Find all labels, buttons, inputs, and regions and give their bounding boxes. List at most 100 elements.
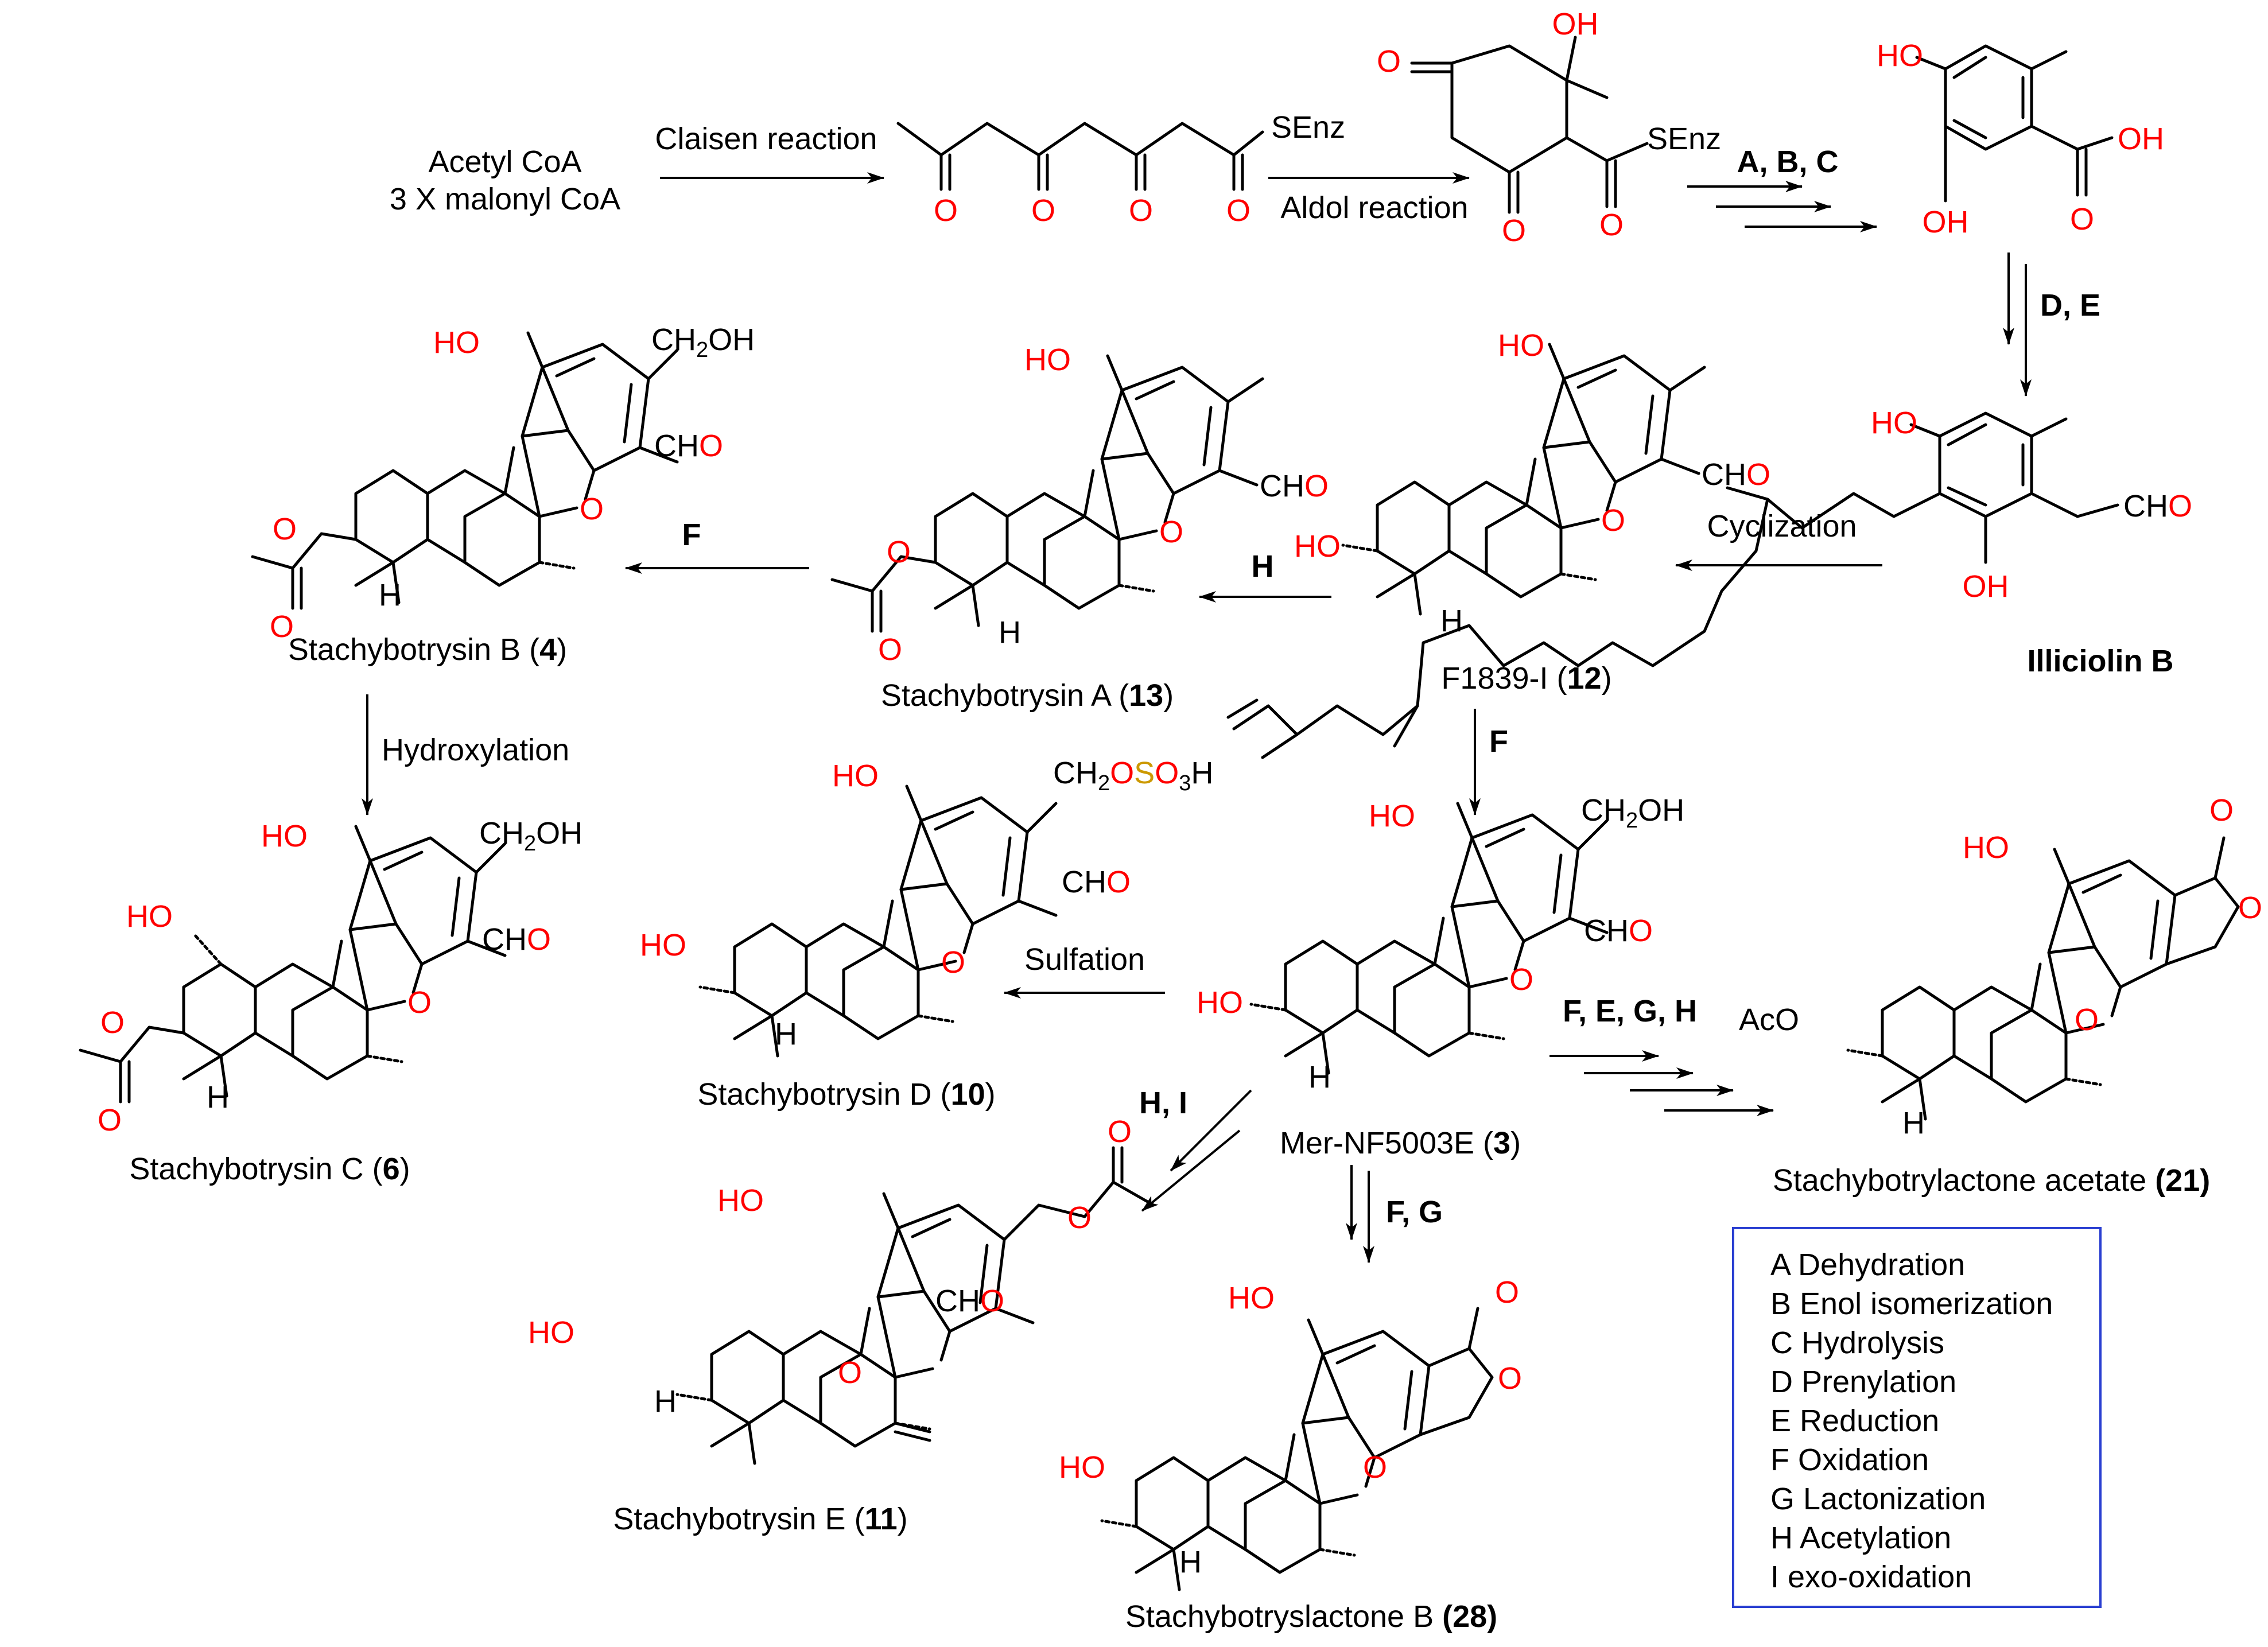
- atom-cho: CHO: [654, 429, 723, 463]
- atom-o: O: [273, 512, 297, 546]
- atom-ch2oh: CH2OH: [651, 323, 755, 362]
- atom-ho: HO: [261, 819, 308, 853]
- arrow-abc: [1687, 181, 1877, 232]
- step-cyclization: Cyclization: [1707, 509, 1857, 543]
- stachybotrysin-e-structure: HO O O CHO O HO H: [528, 1114, 1155, 1463]
- key-item: H Acetylation: [1770, 1521, 1951, 1555]
- compound-illiciolin-b: Illiciolin B: [2027, 644, 2173, 678]
- atom-o: O: [98, 1103, 122, 1137]
- atom-ho: HO: [1197, 985, 1243, 1020]
- step-abc: A, B, C: [1737, 145, 1838, 179]
- start-acetyl-coa: Acetyl CoA: [428, 145, 581, 179]
- start-malonyl-coa: 3 X malonyl CoA: [390, 182, 620, 216]
- atom-ho: HO: [433, 325, 480, 360]
- atom-o: O: [941, 945, 965, 980]
- atom-ho: HO: [717, 1183, 764, 1218]
- atom-h: H: [654, 1384, 677, 1419]
- step-fg: F, G: [1386, 1195, 1443, 1229]
- compound-stachybotryslactone-b: Stachybotryslactone B (28): [1125, 1599, 1497, 1634]
- atom-o: O: [2070, 202, 2094, 236]
- step-claisen: Claisen reaction: [655, 122, 877, 156]
- step-hi: H, I: [1139, 1086, 1187, 1120]
- atom-o: O: [1159, 515, 1183, 549]
- stachybotryslactone-b-structure: HO O O O HO H: [1059, 1275, 1522, 1590]
- step-f: F: [682, 518, 701, 552]
- atom-cho: CHO: [1260, 469, 1329, 503]
- atom-o: O: [407, 985, 432, 1020]
- stachybotrysin-b-structure: HO CH2OH CHO O O O H: [251, 323, 755, 644]
- atom-o: O: [1031, 193, 1055, 228]
- atom-ho: HO: [1963, 830, 2009, 865]
- compound-mer-nf5003e: Mer-NF5003E (3): [1280, 1126, 1521, 1160]
- atom-o: O: [1509, 962, 1533, 997]
- atom-h: H: [1179, 1545, 1202, 1579]
- atom-oh: OH: [2118, 122, 2164, 156]
- stachybotrysin-c-structure: HO CH2OH CHO O HO O O H: [79, 816, 582, 1137]
- atom-ch2oh: CH2OH: [479, 816, 582, 856]
- atom-ho: HO: [832, 759, 879, 793]
- mer-nf5003e-structure: HO CH2OH CHO O HO H: [1197, 793, 1684, 1094]
- step-h: H: [1252, 549, 1274, 584]
- compound-stachybotrylactone-acetate: Stachybotrylactone acetate (21): [1773, 1163, 2210, 1198]
- key-item: B Enol isomerization: [1770, 1287, 2053, 1321]
- atom-ho: HO: [1024, 343, 1071, 377]
- atom-o: O: [580, 492, 604, 526]
- atom-ho: HO: [126, 899, 173, 934]
- atom-o: O: [2075, 1003, 2099, 1037]
- atom-o: O: [270, 609, 294, 644]
- atom-cho: CHO: [1584, 914, 1653, 948]
- atom-ho: HO: [1059, 1450, 1105, 1485]
- atom-o: O: [2209, 793, 2234, 828]
- atom-senz: SEnz: [1271, 110, 1345, 145]
- arrow-fegh: [1549, 1050, 1774, 1116]
- step-fegh: F, E, G, H: [1563, 994, 1697, 1028]
- atom-oh: OH: [1552, 7, 1599, 41]
- arrow-de: [2003, 253, 2032, 397]
- atom-o: O: [2238, 891, 2262, 925]
- atom-cho: CHO: [1702, 457, 1770, 492]
- atom-senz: SEnz: [1647, 122, 1721, 156]
- stachybotrysin-d-structure: HO CH2OSO3H CHO O HO H: [640, 756, 1213, 1056]
- compound-stachybotrysin-a: Stachybotrysin A (13): [881, 678, 1174, 713]
- atom-ho: HO: [1877, 38, 1923, 73]
- atom-h: H: [1902, 1106, 1925, 1140]
- atom-o: O: [1226, 193, 1250, 228]
- atom-o: O: [1498, 1361, 1522, 1396]
- atom-ho: HO: [640, 928, 686, 962]
- atom-o: O: [1502, 213, 1526, 248]
- atom-o: O: [1363, 1450, 1387, 1485]
- atom-h: H: [775, 1017, 797, 1051]
- compound-stachybotrysin-e: Stachybotrysin E (11): [613, 1502, 907, 1536]
- atom-cho: CHO: [2123, 489, 2192, 523]
- compound-stachybotrysin-b: Stachybotrysin B (4): [288, 632, 567, 667]
- atom-ho: HO: [1498, 328, 1544, 363]
- atom-ho: HO: [1871, 406, 1917, 440]
- key-item: D Prenylation: [1770, 1365, 1956, 1399]
- step-de: D, E: [2040, 288, 2100, 323]
- atom-oh: OH: [1923, 205, 1969, 239]
- atom-cho: CHO: [1062, 865, 1131, 899]
- key-item: F Oxidation: [1770, 1443, 1929, 1477]
- atom-cho: CHO: [935, 1284, 1004, 1318]
- atom-ho: HO: [1294, 529, 1341, 564]
- key-item: A Dehydration: [1770, 1248, 1965, 1282]
- key-item: E Reduction: [1770, 1404, 1939, 1438]
- tetraketide-structure: O O O O SEnz: [896, 110, 1345, 228]
- atom-o: O: [878, 632, 902, 667]
- atom-o: O: [1067, 1201, 1092, 1235]
- step-sulfation: Sulfation: [1024, 942, 1145, 977]
- atom-o: O: [100, 1005, 125, 1040]
- compound-f1839-i: F1839-I (12): [1441, 661, 1611, 696]
- key-item: G Lactonization: [1770, 1482, 1986, 1516]
- atom-o: O: [887, 535, 911, 569]
- atom-h: H: [1308, 1060, 1331, 1094]
- atom-oh: OH: [1963, 569, 2009, 604]
- atom-ho: HO: [528, 1315, 574, 1350]
- atom-o: O: [934, 193, 958, 228]
- atom-h: H: [999, 615, 1021, 650]
- stachybotrysin-a-structure: HO CHO O O O H: [830, 343, 1329, 667]
- step-hydroxylation: Hydroxylation: [382, 733, 569, 767]
- atom-h: H: [207, 1080, 229, 1114]
